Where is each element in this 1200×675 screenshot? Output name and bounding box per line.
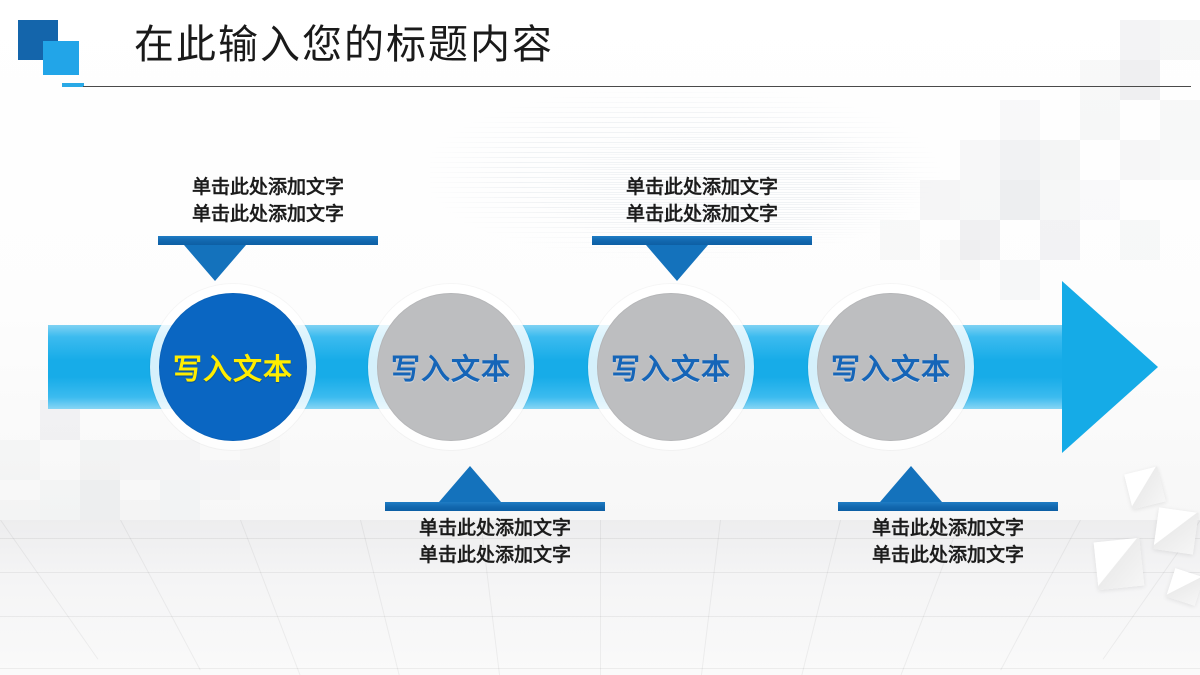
step-circle-2[interactable]: 写入文本 (368, 284, 534, 450)
step-label: 写入文本 (830, 354, 951, 386)
step-disc: 写入文本 (597, 293, 745, 441)
process-arrow-head-icon (1062, 281, 1158, 453)
callout-line-1: 单击此处添加文字 (871, 518, 1024, 539)
title-underline (83, 86, 1191, 87)
step-disc: 写入文本 (159, 293, 307, 441)
callout-bar (158, 236, 378, 245)
logo-square-light (43, 41, 79, 75)
callout-line-1: 单击此处添加文字 (191, 177, 344, 198)
decorative-cube (1153, 507, 1199, 555)
perspective-floor (0, 520, 1200, 675)
title-rule-accent (62, 83, 84, 87)
callout-pointer-up-icon (439, 466, 501, 502)
callout-line-2: 单击此处添加文字 (625, 204, 778, 225)
page-title: 在此输入您的标题内容 (134, 23, 554, 67)
step-disc: 写入文本 (377, 293, 525, 441)
world-map-texture (430, 78, 990, 288)
callout-line-1: 单击此处添加文字 (418, 518, 571, 539)
step-circle-4[interactable]: 写入文本 (808, 284, 974, 450)
step-label: 写入文本 (390, 354, 511, 386)
callout-bar (385, 502, 605, 511)
step-disc: 写入文本 (817, 293, 965, 441)
callout-line-2: 单击此处添加文字 (191, 204, 344, 225)
callout-above-step-3[interactable]: 单击此处添加文字 单击此处添加文字 (592, 174, 812, 281)
callout-pointer-down-icon (184, 245, 246, 281)
brand-logo-icon (18, 20, 84, 76)
callout-pointer-down-icon (646, 245, 708, 281)
callout-bar (838, 502, 1058, 511)
step-label: 写入文本 (610, 354, 731, 386)
decorative-cube (1093, 537, 1145, 591)
world-map-texture-secondary (540, 120, 960, 270)
step-label: 写入文本 (172, 354, 293, 386)
step-circle-1[interactable]: 写入文本 (150, 284, 316, 450)
callout-line-2: 单击此处添加文字 (871, 545, 1024, 566)
callout-line-1: 单击此处添加文字 (625, 177, 778, 198)
callout-pointer-up-icon (880, 466, 942, 502)
callout-bar (592, 236, 812, 245)
callout-line-2: 单击此处添加文字 (418, 545, 571, 566)
step-circle-3[interactable]: 写入文本 (588, 284, 754, 450)
callout-above-step-1[interactable]: 单击此处添加文字 单击此处添加文字 (158, 174, 378, 281)
